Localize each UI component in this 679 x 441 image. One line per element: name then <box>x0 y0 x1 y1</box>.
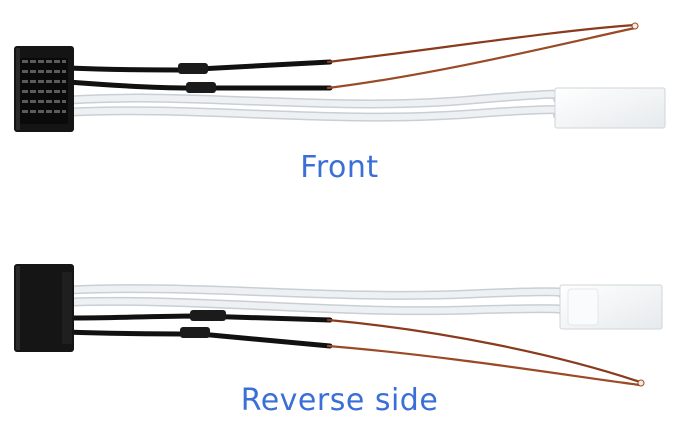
reverse-heat-shrink-2 <box>180 327 210 338</box>
front-thermocouple-tip <box>631 22 639 30</box>
reverse-connector <box>14 264 74 352</box>
reverse-black-wires <box>63 310 333 349</box>
front-sensor-pad <box>554 87 666 129</box>
front-heat-shrink-1 <box>178 63 208 74</box>
front-white-wires <box>65 89 567 122</box>
reverse-assembly <box>14 264 663 387</box>
reverse-thermocouple-tip <box>637 379 645 387</box>
front-heat-shrink-2 <box>186 82 216 93</box>
reverse-white-wires <box>65 284 571 317</box>
reverse-pad-solder-area <box>567 288 599 326</box>
reverse-heat-shrink-1 <box>190 310 226 321</box>
front-black-wires <box>65 59 333 93</box>
reverse-copper-wires <box>326 318 645 387</box>
front-assembly <box>14 22 666 132</box>
front-copper-wires <box>326 22 639 90</box>
reverse-side-caption: Reverse side <box>240 383 439 418</box>
front-caption: Front <box>300 150 379 185</box>
front-connector <box>14 46 74 132</box>
